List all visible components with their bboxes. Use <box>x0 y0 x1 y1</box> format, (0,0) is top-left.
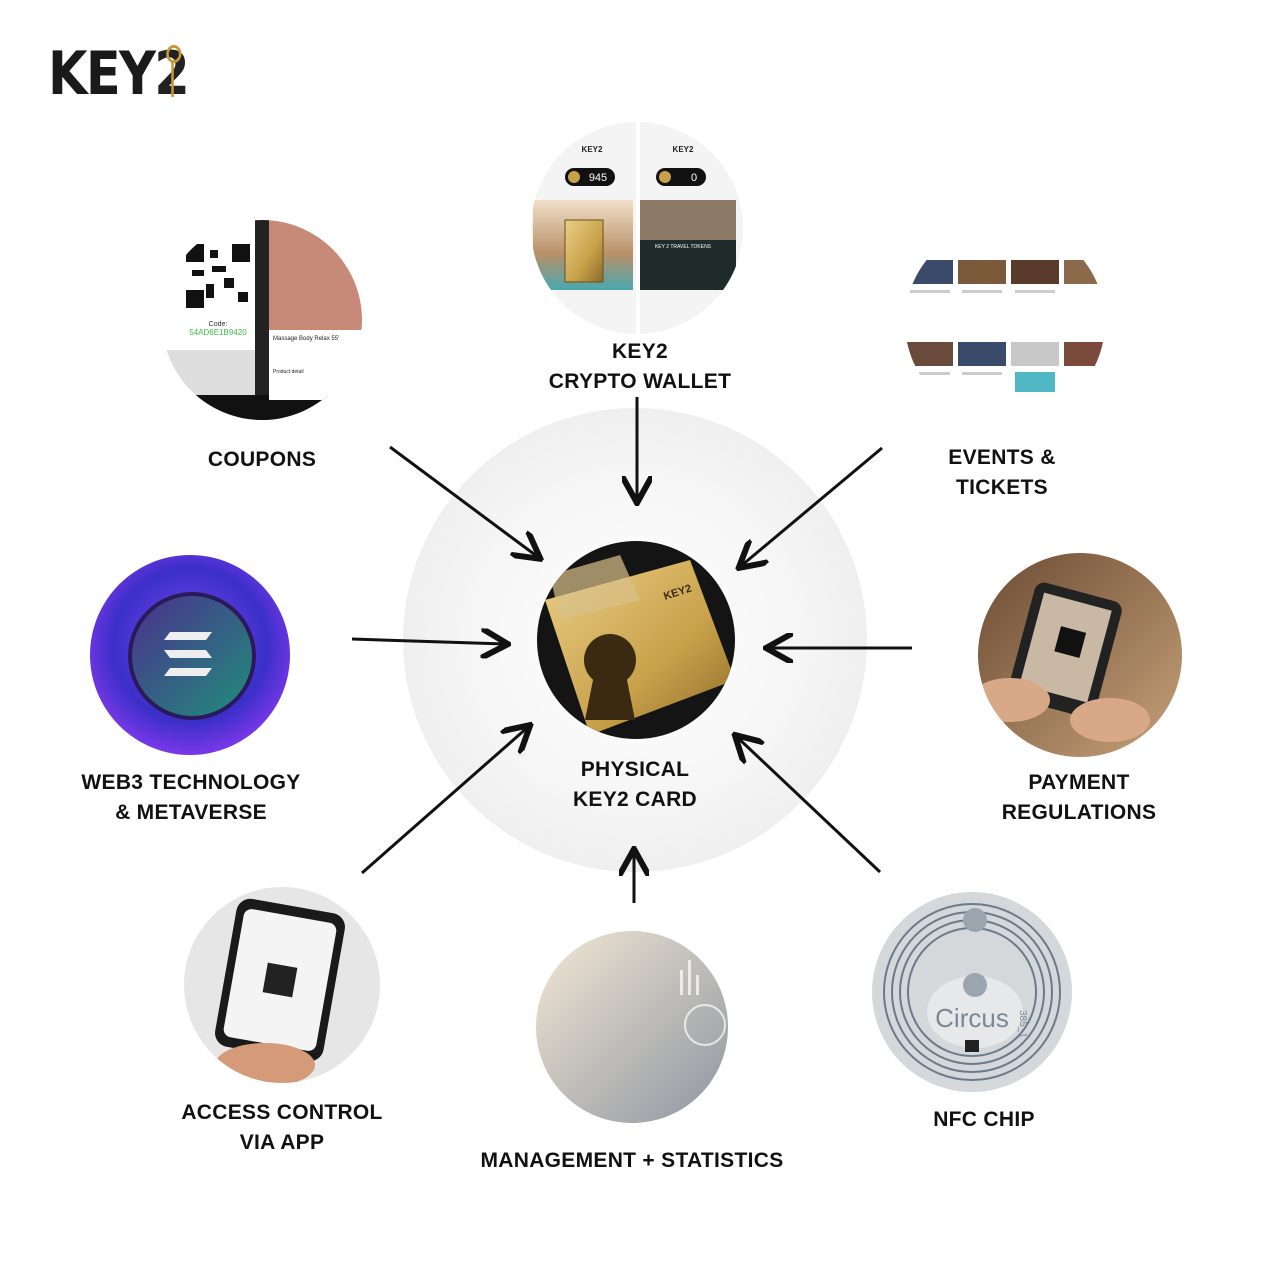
physical-card-image: KEY2 <box>537 541 735 739</box>
nfc-chip-image: Circus 385_1 <box>872 892 1072 1092</box>
arrow-nfc <box>737 737 882 874</box>
label-crypto-wallet: KEY2 CRYPTO WALLET <box>549 337 731 397</box>
arrow-events <box>741 446 883 566</box>
coupon-product-name: Massage Body Relax 55' <box>273 336 339 342</box>
nfc-chip-code: 385_1 <box>1017 1010 1028 1038</box>
label-management: MANAGEMENT + STATISTICS <box>480 1149 784 1172</box>
wallet-image: KEY2 KEY2 945 0 KEY 2 TRAVEL TOKENS <box>531 122 743 334</box>
solana-logo-icon <box>164 632 212 676</box>
wallet-screen-brand-right: KEY2 <box>673 145 694 154</box>
wallet-screen-brand-left: KEY2 <box>582 145 603 154</box>
label-coupons: COUPONS <box>207 448 317 471</box>
qr-code-icon <box>186 244 250 308</box>
label-line: TICKETS <box>956 476 1048 499</box>
wallet-balance-left: 945 <box>589 172 607 184</box>
wallet-balance-right: 0 <box>691 172 697 184</box>
label-access-control: ACCESS CONTROL VIA APP <box>181 1098 382 1158</box>
key-shaft <box>171 61 174 97</box>
label-events-tickets: EVENTS & TICKETS <box>948 443 1055 503</box>
label-payment: PAYMENT REGULATIONS <box>1002 768 1157 828</box>
label-line: PAYMENT <box>1028 771 1130 794</box>
label-line: PHYSICAL <box>580 758 690 781</box>
arrow-web3 <box>351 639 505 644</box>
access-control-image <box>184 887 380 1083</box>
coupon-code-value: 54AD6E1B9420 <box>189 328 247 337</box>
arrow-coupons <box>389 445 538 557</box>
qr-code-icon <box>262 962 298 998</box>
arrows <box>351 397 912 903</box>
coupon-code-label: Code: <box>209 321 228 328</box>
label-line: KEY2 CARD <box>572 788 698 811</box>
label-line: & METAVERSE <box>115 801 267 824</box>
coupon-product-detail: Product detail <box>273 369 304 375</box>
payment-image <box>978 553 1182 757</box>
label-line: VIA APP <box>239 1131 325 1154</box>
label-line: WEB3 TECHNOLOGY <box>81 771 301 794</box>
arrow-access <box>361 727 528 875</box>
label-line: CRYPTO WALLET <box>548 370 732 393</box>
wallet-tokens-title: KEY 2 TRAVEL TOKENS <box>655 244 712 250</box>
events-image <box>905 222 1105 422</box>
label-line: REGULATIONS <box>1001 801 1157 824</box>
nfc-chip-text: Circus <box>935 1003 1009 1033</box>
label-line: ACCESS CONTROL <box>181 1101 383 1124</box>
label-physical-card: PHYSICAL KEY2 CARD <box>573 755 697 815</box>
logo-text: KEY <box>48 39 156 109</box>
label-line: EVENTS & <box>948 446 1056 469</box>
label-line: KEY2 <box>611 340 669 363</box>
label-nfc-chip: NFC CHIP <box>933 1108 1035 1131</box>
qr-code-icon <box>1054 626 1087 659</box>
web3-image <box>90 555 290 755</box>
coupons-image: Code: 54AD6E1B9420 Massage Body Relax 55… <box>162 220 362 420</box>
logo-digit: 2 <box>154 39 189 109</box>
label-web3: WEB3 TECHNOLOGY & METAVERSE <box>81 768 300 828</box>
management-image <box>536 931 728 1123</box>
key2-logo: KEY2 <box>48 44 190 104</box>
